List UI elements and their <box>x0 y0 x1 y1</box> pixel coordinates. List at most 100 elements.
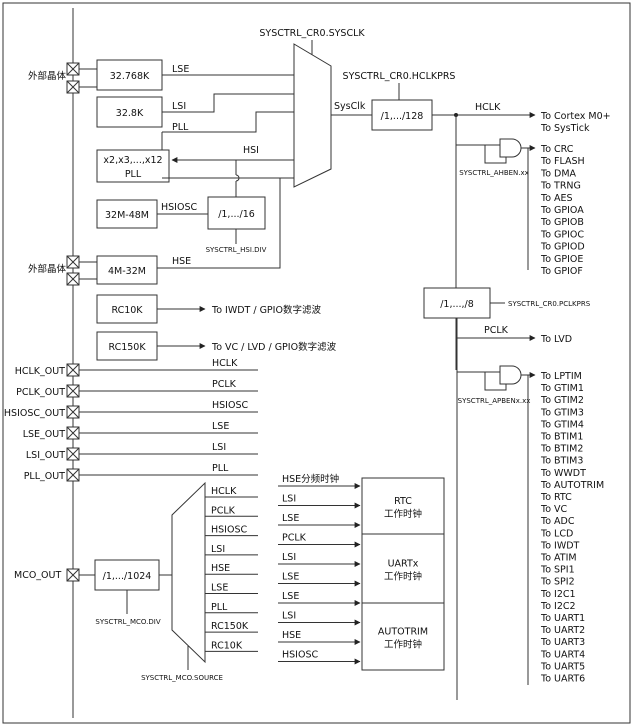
ahb-dest-item: To GPIOB <box>540 217 584 228</box>
pclk-wire-label: PCLK <box>484 325 509 336</box>
ahb-dest-item: To GPIOF <box>540 266 583 277</box>
hclk-wire-label: HCLK <box>475 102 501 113</box>
pll-mult-label: x2,x3,...,x12 <box>103 155 162 166</box>
sysclk-select-register: SYSCTRL_CR0.SYSCLK <box>259 28 365 39</box>
apb-dest-item: To UART6 <box>540 674 585 685</box>
hsiosc-wire-label: HSIOSC <box>161 202 197 213</box>
output-pin <box>66 363 80 377</box>
pclkprs-register: SYSCTRL_CR0.PCLKPRS <box>508 300 591 308</box>
sysclk-wire-label: SysClk <box>334 101 366 112</box>
hsi-divider-label: /1,.../16 <box>218 209 255 220</box>
mco-source-mux <box>171 481 206 664</box>
pll-wire-label: PLL <box>172 122 189 133</box>
output-wire-label: PCLK <box>212 379 237 390</box>
peripheral-input-label: LSI <box>282 552 296 563</box>
mco-input-label: HSIOSC <box>211 525 247 536</box>
output-wire-label: PLL <box>212 463 229 474</box>
mco-out-pin-label: MCO_OUT <box>14 570 61 581</box>
peripheral-input-label: LSI <box>282 494 296 505</box>
hsi-div-reg-label: SYSCTRL_HSI.DIV <box>206 246 267 254</box>
peripheral-input-label: LSE <box>282 513 299 524</box>
peripheral-box-subtitle: 工作时钟 <box>384 639 422 651</box>
rc150k-label: RC150K <box>108 342 146 353</box>
ahb-dest-item: To GPIOA <box>540 205 584 216</box>
lvd-destination: To LVD <box>540 334 572 345</box>
rc10k-box <box>96 294 158 324</box>
pclk-prescaler-label: /1,...,/8 <box>440 299 474 310</box>
apb-dest-item: To LCD <box>540 528 573 539</box>
peripheral-input-label: HSE分频时钟 <box>282 473 339 485</box>
ahb-dest-item: To CRC <box>540 144 574 155</box>
pin-hse-out <box>66 272 80 286</box>
pin-osc-out-1 <box>66 80 80 94</box>
apb-dest-item: To WWDT <box>540 468 586 479</box>
pin-hse-in <box>66 255 80 269</box>
mco-input-label: RC150K <box>211 621 249 632</box>
mco-div-register: SYSCTRL_MCO.DIV <box>95 618 160 626</box>
apb-dest-item: To I2C2 <box>540 601 576 612</box>
ext-crystal-label-1: 外部晶体 <box>28 70 67 82</box>
peripheral-clock-box <box>361 533 445 604</box>
ahb-dest-item: To DMA <box>540 168 577 179</box>
peripheral-input-label: HSE <box>282 630 301 641</box>
apb-dest-item: To SPI2 <box>540 577 575 588</box>
apb-dest-item: To BTIM2 <box>540 444 583 455</box>
peripheral-clock-box <box>361 602 445 671</box>
ahb-dest-item: To FLASH <box>540 156 585 167</box>
mco-input-label: LSI <box>211 544 225 555</box>
apb-dest-item: To ADC <box>540 516 575 527</box>
output-pin <box>66 447 80 461</box>
mco-input-label: RC10K <box>211 640 243 651</box>
apb-dest-item: To BTIM3 <box>540 456 583 467</box>
sysclk-mux <box>293 43 332 188</box>
hclkprs-register: SYSCTRL_CR0.HCLKPRS <box>343 71 456 82</box>
lsi-wire-label: LSI <box>172 101 186 112</box>
apb-dest-item: To I2C1 <box>540 589 576 600</box>
mco-out-pin <box>66 568 80 582</box>
apben-register: SYSCTRL_APBENx.xx <box>458 397 531 405</box>
lsi-osc-box <box>96 96 163 128</box>
hsiosc-box <box>96 199 158 229</box>
apb-dest-item: To AUTOTRIM <box>540 480 604 491</box>
apb-dest-item: To UART1 <box>540 613 585 624</box>
mco-source-register: SYSCTRL_MCO.SOURCE <box>141 674 223 682</box>
rc10k-destination: To IWDT / GPIO数字滤波 <box>211 304 321 316</box>
output-pin-label: HCLK_OUT <box>15 366 65 377</box>
output-pin <box>66 426 80 440</box>
rc150k-box <box>96 331 158 361</box>
hsi-divider-box <box>207 196 266 230</box>
output-pin <box>66 405 80 419</box>
peripheral-box-title: RTC <box>394 496 412 507</box>
apb-dest-item: To GTIM4 <box>540 419 584 430</box>
peripheral-box-subtitle: 工作时钟 <box>384 508 422 520</box>
ahb-and-gate <box>499 138 522 158</box>
pll-box <box>96 149 170 183</box>
apb-dest-item: To LPTIM <box>540 371 582 382</box>
output-wire-label: LSE <box>212 421 229 432</box>
peripheral-input-label: LSE <box>282 572 299 583</box>
peripheral-input-label: HSIOSC <box>282 650 318 661</box>
output-pin-label: PCLK_OUT <box>16 387 65 398</box>
apb-dest-item: To RTC <box>540 492 572 503</box>
output-wire-label: LSI <box>212 442 226 453</box>
peripheral-box-title: AUTOTRIM <box>378 627 428 638</box>
hse-osc-label: 4M-32M <box>108 266 146 277</box>
lsi-osc-label: 32.8K <box>116 108 144 119</box>
peripheral-clock-section: RTC工作时钟UARTx工作时钟AUTOTRIM工作时钟HSE分频时钟LSILS… <box>278 473 445 671</box>
mco-input-label: PLL <box>211 602 228 613</box>
output-pin <box>66 468 80 482</box>
apb-dest-item: To UART5 <box>540 661 585 672</box>
peripheral-input-label: LSE <box>282 591 299 602</box>
hclk-destinations: To Cortex M0+ To SysTick <box>540 111 611 134</box>
mco-input-label: HCLK <box>211 486 237 497</box>
hse-osc-box <box>96 255 158 285</box>
hclk-dest-item: To Cortex M0+ <box>540 111 611 122</box>
ahb-dest-item: To GPIOD <box>540 242 585 253</box>
lse-wire-label: LSE <box>172 64 189 75</box>
apb-dest-item: To UART2 <box>540 625 585 636</box>
